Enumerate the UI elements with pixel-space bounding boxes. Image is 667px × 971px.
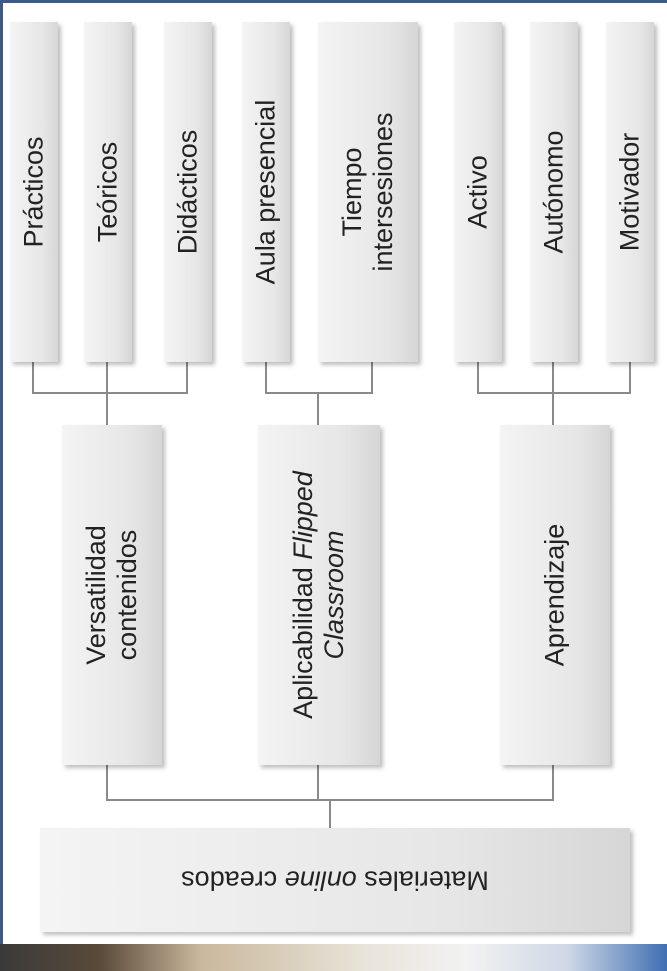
category-label-line1-text: Aplicabilidad — [288, 559, 318, 719]
leaf-label: Didácticos — [172, 129, 203, 255]
category-versatilidad: Versatilidad contenidos — [62, 425, 162, 765]
leaf-activo: Activo — [454, 22, 502, 362]
root-label-after: creados — [181, 865, 285, 896]
leaf-label: Activo — [462, 155, 493, 229]
connector-lines — [32, 362, 631, 828]
leaf-motivador: Motivador — [606, 22, 654, 362]
leaf-label: Teóricos — [92, 141, 123, 243]
leaf-autonomo: Autónomo — [530, 22, 578, 362]
root-label: Materiales online creados — [181, 865, 489, 896]
category-label-line2: contenidos — [112, 529, 142, 661]
bottom-photo-strip — [0, 944, 667, 971]
category-label: Aplicabilidad Flipped Classroom — [288, 471, 350, 719]
leaf-tiempo-intersesiones: Tiempo intersesiones — [318, 22, 418, 362]
leaf-label: Aula presencial — [250, 99, 281, 285]
category-label-line1: Versatilidad — [81, 525, 111, 665]
category-label-line2: Classroom — [319, 530, 349, 660]
leaf-aula-presencial: Aula presencial — [242, 22, 290, 362]
category-label-line1: Aplicabilidad Flipped — [288, 471, 319, 719]
root-materiales: Materiales online creados — [40, 828, 630, 932]
leaf-label: Autónomo — [538, 130, 569, 254]
leaf-label: Motivador — [614, 132, 645, 252]
category-label-line1-italic: Flipped — [288, 471, 318, 560]
leaf-label-line1: Tiempo — [337, 147, 367, 237]
category-label: Versatilidad contenidos — [81, 525, 143, 665]
leaf-label-line2: intersesiones — [368, 112, 398, 272]
category-aplicabilidad: Aplicabilidad Flipped Classroom — [258, 425, 380, 765]
leaf-label: Tiempo intersesiones — [337, 112, 399, 271]
root-label-before: Materiales — [356, 865, 489, 896]
leaf-label: Prácticos — [18, 136, 49, 248]
category-label: Aprendizaje — [539, 523, 570, 667]
leaf-practicos: Prácticos — [10, 22, 58, 362]
root-label-italic: online — [284, 865, 357, 896]
leaf-didacticos: Didácticos — [164, 22, 212, 362]
leaf-teoricos: Teóricos — [84, 22, 132, 362]
category-aprendizaje: Aprendizaje — [500, 425, 610, 765]
